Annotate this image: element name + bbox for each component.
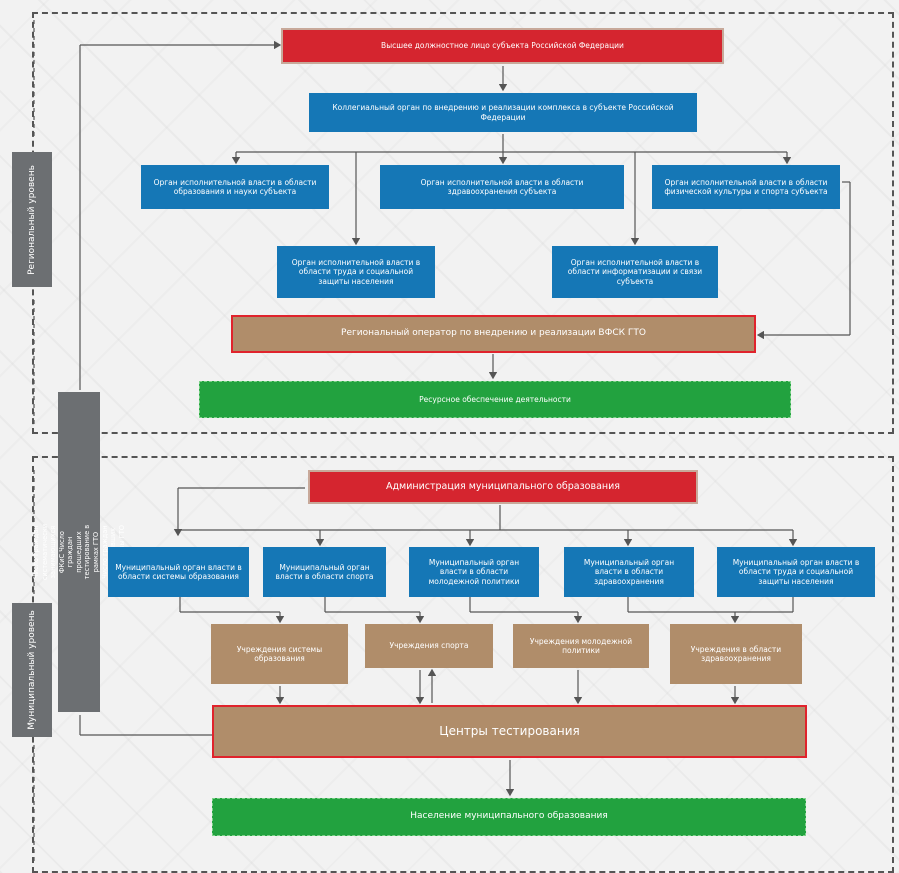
muni-sport-authority-box: Муниципальный орган власти в области спо… bbox=[263, 547, 386, 597]
muni-youth-authority-box: Муниципальный орган власти в области мол… bbox=[409, 547, 539, 597]
collegial-body-box: Коллегиальный орган по внедрению и реали… bbox=[309, 93, 697, 132]
testing-centers-box: Центры тестирования bbox=[212, 705, 807, 758]
municipal-admin-box: Администрация муниципального образования bbox=[308, 470, 698, 504]
muni-education-authority-box: Муниципальный орган власти в области сис… bbox=[108, 547, 249, 597]
indicators-side-bar: Число граждан систематически занимающихс… bbox=[32, 392, 126, 712]
education-institutions-box: Учреждения системы образования bbox=[211, 624, 348, 684]
municipal-level-label: Муниципальный уровень bbox=[12, 603, 52, 737]
population-box: Население муниципального образования bbox=[212, 798, 806, 836]
regional-operator-box: Региональный оператор по внедрению и реа… bbox=[231, 315, 756, 353]
resources-box: Ресурсное обеспечение деятельности bbox=[199, 381, 791, 418]
health-authority-box: Орган исполнительной власти в области зд… bbox=[380, 165, 624, 209]
muni-health-authority-box: Муниципальный орган власти в области здр… bbox=[564, 547, 694, 597]
top-official-box: Высшее должностное лицо субъекта Российс… bbox=[281, 28, 724, 64]
regional-level-label: Региональный уровень bbox=[12, 152, 52, 287]
info-authority-box: Орган исполнительной власти в области ин… bbox=[552, 246, 718, 298]
sport-institutions-box: Учреждения спорта bbox=[365, 624, 493, 668]
labor-authority-box: Орган исполнительной власти в области тр… bbox=[277, 246, 435, 298]
health-institutions-box: Учреждения в области здравоохранения bbox=[670, 624, 802, 684]
education-authority-box: Орган исполнительной власти в области об… bbox=[141, 165, 329, 209]
sport-authority-box: Орган исполнительной власти в области фи… bbox=[652, 165, 840, 209]
youth-institutions-box: Учреждения молодежной политики bbox=[513, 624, 649, 668]
muni-labor-authority-box: Муниципальный орган власти в области тру… bbox=[717, 547, 875, 597]
